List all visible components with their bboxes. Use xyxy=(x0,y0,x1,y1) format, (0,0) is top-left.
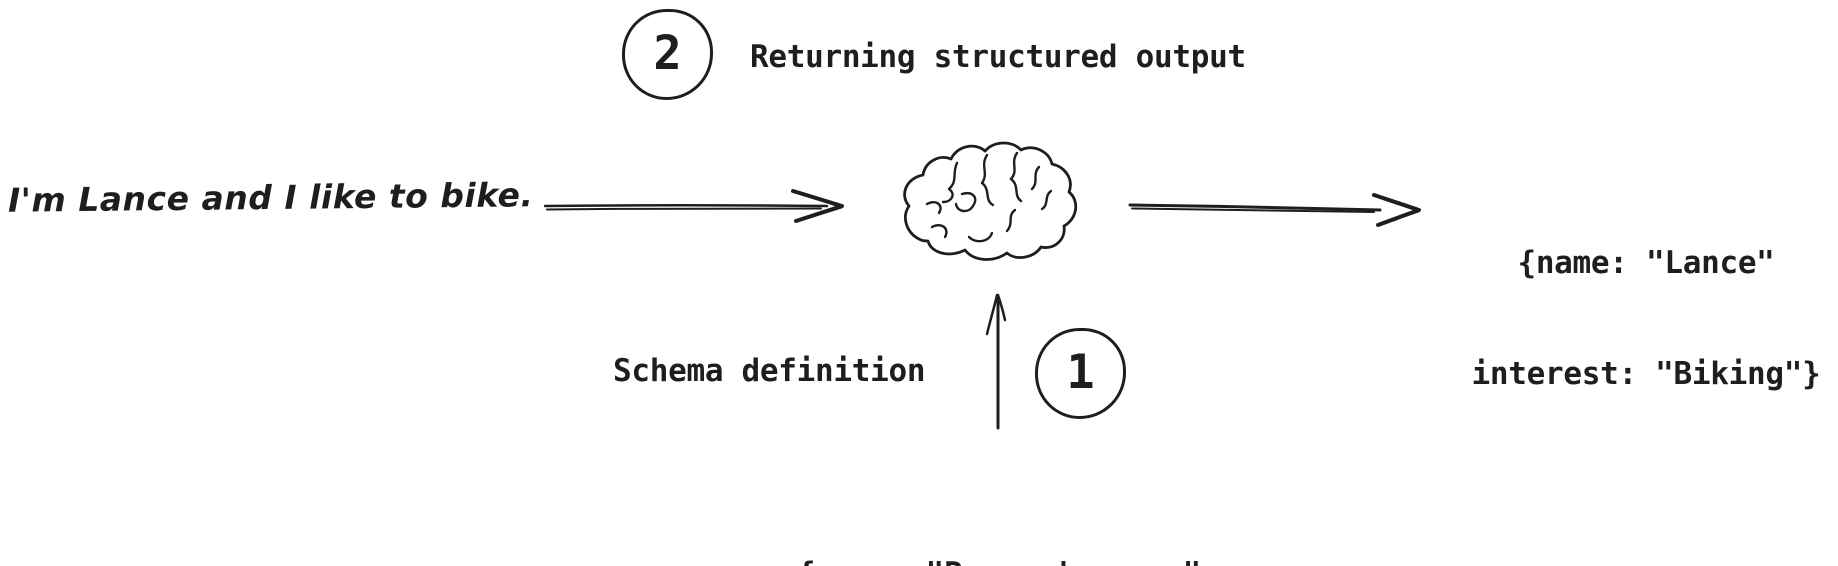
schema-json-line-1: {name: "Person's name" xyxy=(699,556,1299,566)
input-message-text: I'm Lance and I like to bike. xyxy=(7,175,534,220)
diagram-title: Returning structured output xyxy=(750,39,1246,75)
output-json-line-2: interest: "Biking"} xyxy=(1471,356,1821,392)
output-json-block: {name: "Lance" interest: "Biking"} xyxy=(1455,171,1837,467)
input-to-model-arrow-icon xyxy=(543,188,848,226)
step-1-circle: 1 xyxy=(1035,328,1126,419)
schema-to-model-arrow-icon xyxy=(984,290,1012,430)
step-2-circle: 2 xyxy=(622,9,713,100)
model-to-output-arrow-icon xyxy=(1128,190,1423,228)
step-1-number: 1 xyxy=(1066,345,1095,400)
schema-definition-label: Schema definition xyxy=(613,353,926,389)
step-2-number: 2 xyxy=(653,26,682,81)
brain-icon xyxy=(899,141,1079,274)
schema-json-block: {name: "Person's name" interest: "Person… xyxy=(699,482,1299,566)
output-json-line-1: {name: "Lance" xyxy=(1517,245,1775,281)
